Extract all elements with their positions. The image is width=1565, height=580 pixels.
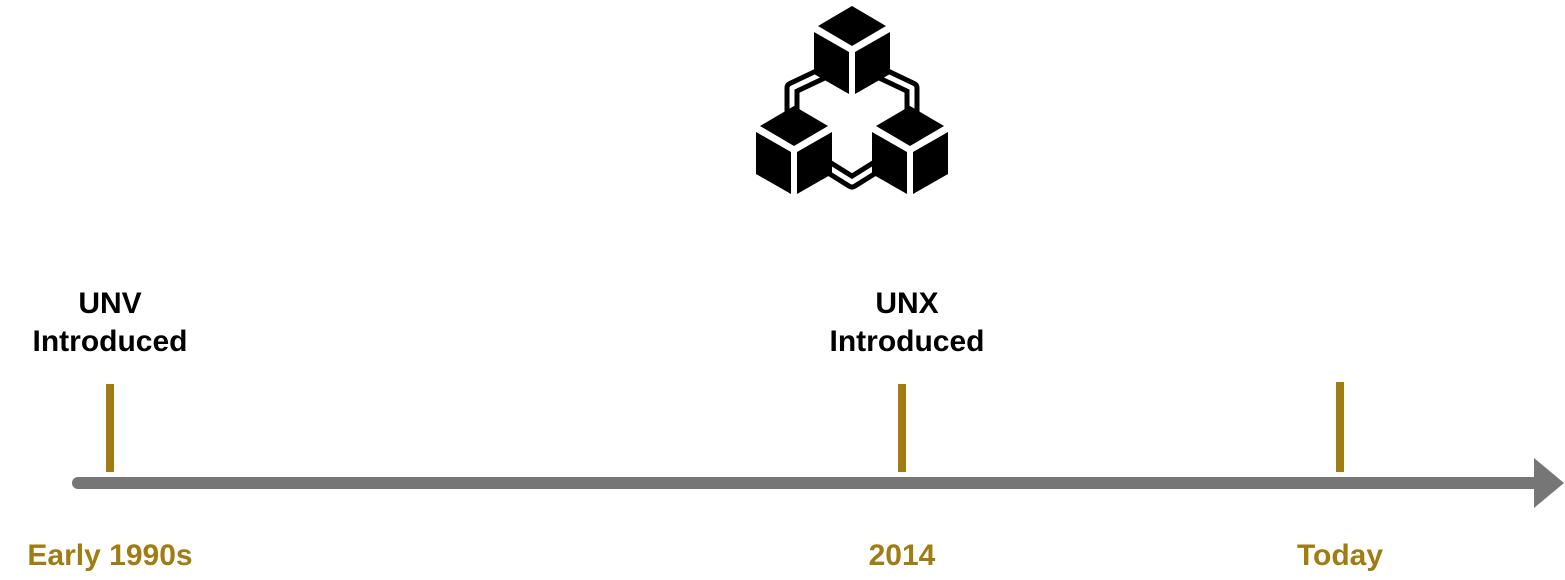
milestone-event-subtitle: Introduced [32,325,188,358]
timeline-arrowhead [1534,458,1564,508]
milestone-date-2014: 2014 [868,539,936,572]
milestone-tick-2014 [898,384,906,472]
milestone-date-early-1990s: Early 1990s [27,539,193,572]
milestone-event-title: UNV [78,287,142,320]
milestone-date-today: Today [1296,539,1384,572]
milestone-event-unv: UNV Introduced [10,285,210,361]
blockchain-cubes-icon [754,4,950,196]
milestone-event-title: UNX [875,287,939,320]
milestone-tick-today [1336,382,1344,472]
milestone-tick-early-1990s [106,384,114,472]
milestone-event-subtitle: Introduced [829,325,985,358]
timeline-axis [72,477,1540,489]
milestone-event-unx: UNX Introduced [807,285,1007,361]
